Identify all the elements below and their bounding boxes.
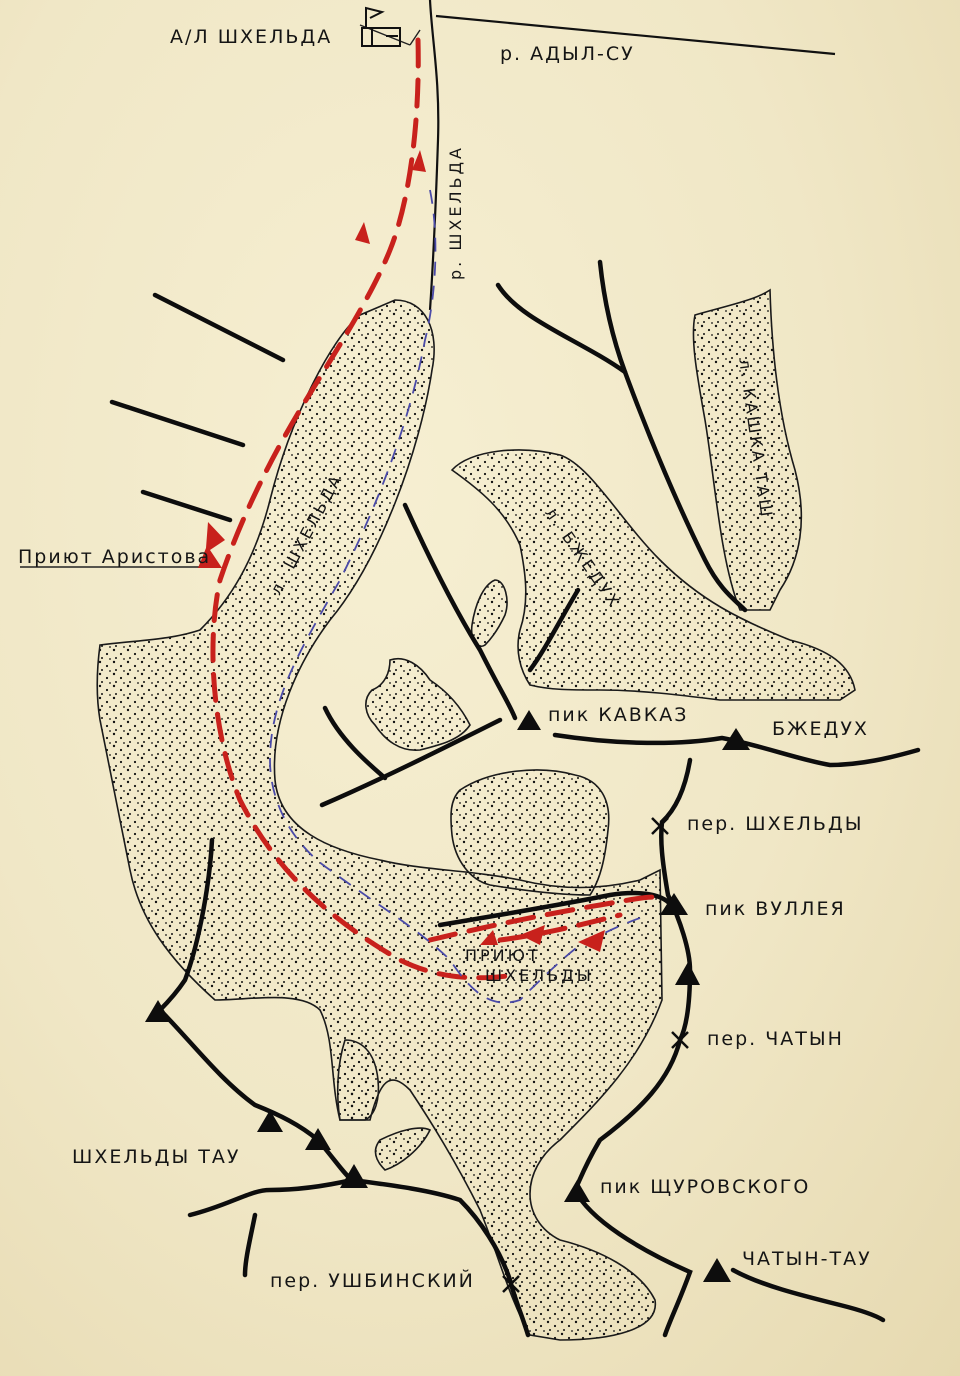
- peak-shkheldytau-icon: [340, 1164, 368, 1188]
- glacier-tongue-lower: [336, 1039, 380, 1121]
- label-peak-chatyntau: ЧАТЫН-ТАУ: [742, 1248, 872, 1270]
- red-arrows: [355, 150, 605, 952]
- arrow-up-icon: [412, 150, 426, 172]
- glacier-islet-3: [450, 769, 610, 896]
- river-adylsu: [435, 14, 836, 56]
- peak-bzhedukh-icon: [722, 728, 750, 750]
- arrow-up-icon: [355, 222, 370, 244]
- peaks: [145, 710, 750, 1282]
- peak-arrow-icon: [675, 962, 700, 985]
- peak-shchurovsky-icon: [564, 1180, 590, 1202]
- hut-shkhelda-icon: [480, 930, 498, 945]
- peak-vulley-icon: [660, 893, 688, 915]
- peak-kavkaz-icon: [517, 710, 541, 730]
- red-route: [210, 37, 665, 981]
- label-peak-shkheldytau: ШХЕЛЬДЫ ТАУ: [72, 1146, 241, 1168]
- arrow-right-icon: [578, 930, 605, 952]
- river-shkhelda: [428, 0, 440, 311]
- label-pass-chatyn: пер. ЧАТЫН: [707, 1028, 844, 1050]
- label-hut-shkhelda-1: ПРИЮТ: [465, 946, 541, 965]
- label-pass-shkhelda: пер. ШХЕЛЬДЫ: [687, 813, 864, 835]
- label-peak-kavkaz: пик КАВКАЗ: [548, 704, 689, 726]
- pass-shkhelda-icon: [651, 817, 669, 835]
- ridges: [109, 259, 921, 1338]
- label-pass-ushbinsky: пер. УШБИНСКИЙ: [270, 1270, 475, 1292]
- label-peak-vulley: пик ВУЛЛЕЯ: [705, 898, 846, 920]
- label-river-adylsu: р. АДЫЛ-СУ: [500, 43, 635, 65]
- label-river-shkhelda: р. ШХЕЛЬДА: [446, 145, 465, 280]
- hut-aristov-icon: [198, 522, 225, 568]
- peak-chatyntau-icon: [703, 1258, 731, 1282]
- pass-ushbinsky-icon: [502, 1275, 520, 1293]
- peak-ridge-2-icon: [305, 1128, 331, 1150]
- alpcamp-icon: [361, 6, 401, 47]
- glacier-ushba-tongue: [374, 1127, 432, 1171]
- label-hut-aristov: Приют Аристова: [18, 546, 212, 568]
- pass-chatyn-icon: [671, 1031, 689, 1049]
- glacier-kashkatash: [692, 288, 803, 611]
- peak-ridge-1-icon: [257, 1110, 283, 1132]
- label-hut-shkhelda-2: ШХЕЛЬДЫ: [485, 966, 594, 985]
- label-peak-shchurovsky: пик ЩУРОВСКОГО: [600, 1176, 811, 1198]
- arrow-right-icon: [520, 925, 545, 945]
- label-peak-bzhedukh: БЖЕДУХ: [772, 718, 869, 740]
- rivers: [428, 0, 836, 311]
- glacier-islet-2: [365, 658, 471, 751]
- passes: [502, 817, 689, 1293]
- label-alpcamp: А/Л ШХЕЛЬДА: [170, 26, 333, 48]
- hut-markers: [198, 522, 498, 945]
- blue-trail: [269, 189, 641, 1004]
- peak-shkheldytau-w-icon: [145, 1000, 171, 1022]
- glacier-islet-1: [470, 579, 508, 647]
